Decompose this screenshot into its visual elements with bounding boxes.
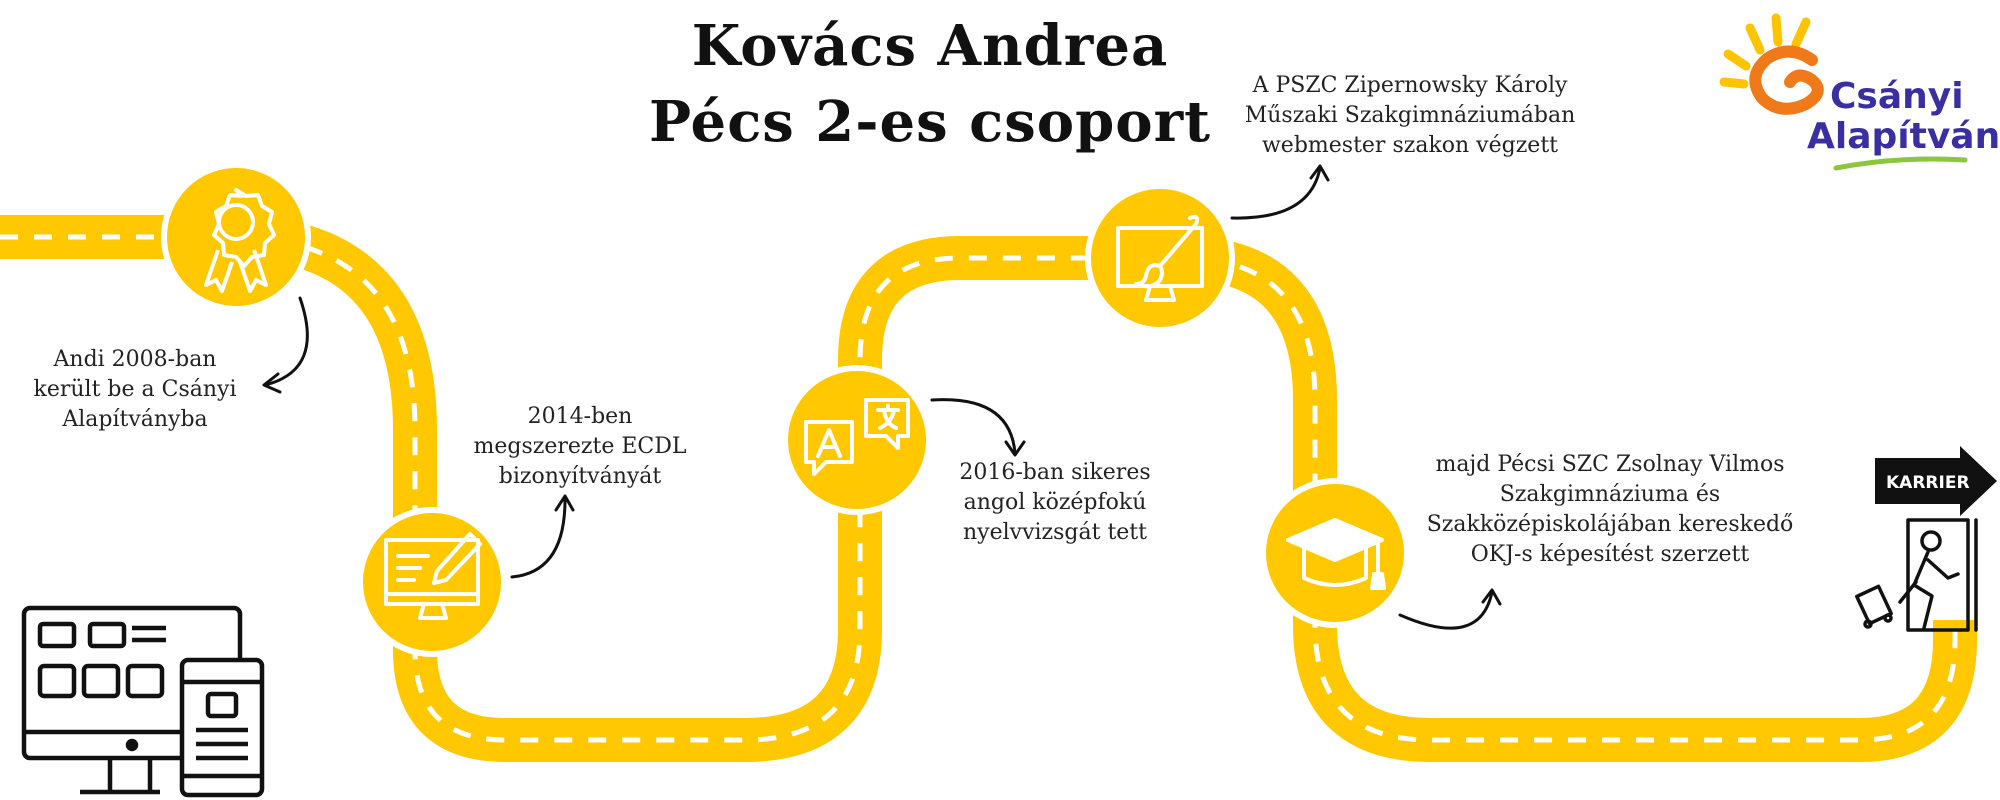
milestone-circle-3 <box>782 365 932 515</box>
arrow-4-head <box>1309 164 1330 182</box>
person-exit-door-icon <box>1855 518 1978 632</box>
title-line1: Kovács Andrea <box>691 13 1169 79</box>
caption-line: Andi 2008-ban <box>53 347 217 372</box>
arrow-1-head <box>262 372 282 394</box>
milestone-caption-2: 2014-ben megszerezte ECDL bizonyítványát <box>460 402 700 492</box>
arrow-1 <box>263 296 309 387</box>
caption-line: majd Pécsi SZC Zsolnay Vilmos <box>1435 452 1785 477</box>
caption-line: Műszaki Szakgimnáziumában <box>1244 103 1576 128</box>
caption-line: Alapítványba <box>62 407 208 432</box>
title-line2: Pécs 2-es csoport <box>648 89 1212 155</box>
arrow-5 <box>1398 590 1494 630</box>
monitor-brush-icon <box>1116 214 1204 302</box>
monitor-pencil-icon <box>384 532 482 620</box>
caption-line: került be a Csányi <box>33 377 237 402</box>
caption-line: A PSZC Zipernowsky Károly <box>1252 73 1568 98</box>
caption-line: 2016-ban sikeres <box>959 460 1151 485</box>
graduation-cap-icon <box>1286 518 1386 590</box>
page-title: Kovács Andrea Pécs 2-es csoport <box>600 8 1260 160</box>
caption-line: webmester szakon végzett <box>1261 133 1559 158</box>
arrow-3 <box>930 398 1017 455</box>
karrier-sign <box>1875 446 1997 516</box>
caption-line: angol középfokú <box>963 490 1147 515</box>
caption-line: Szakgimnáziuma és <box>1499 482 1721 507</box>
milestone-circle-5 <box>1260 478 1410 628</box>
annotation-arrows <box>262 164 1502 630</box>
road-lane-dashes <box>0 234 1958 743</box>
milestone-caption-4: A PSZC Zipernowsky Károly Műszaki Szakgi… <box>1240 71 1580 161</box>
csanyi-logo-mark <box>1719 13 1968 171</box>
arrow-2-head <box>554 494 575 512</box>
milestone-circle-4 <box>1085 183 1235 333</box>
milestone-circle-2 <box>357 507 507 657</box>
arrow-3-head <box>1004 440 1026 457</box>
logo-text-line1: Csányi <box>1830 76 1964 117</box>
milestone-caption-3: 2016-ban sikeres angol középfokú nyelvvi… <box>935 458 1175 548</box>
caption-line: 2014-ben <box>527 404 633 429</box>
computer-and-mobile-icon <box>21 605 265 798</box>
caption-line: nyelvvizsgát tett <box>962 520 1147 545</box>
caption-line: OKJ-s képesítést szerzett <box>1470 542 1750 567</box>
caption-line: bizonyítványát <box>498 464 662 489</box>
logo-text-line2: Alapítvány <box>1807 116 2000 157</box>
arrow-5-head <box>1481 588 1502 606</box>
caption-line: Szakközépiskolájában kereskedő <box>1426 512 1794 537</box>
karrier-label: KARRIER <box>1886 473 1970 493</box>
award-ribbon-icon <box>204 188 276 293</box>
milestone-circle-1 <box>161 162 311 312</box>
arrow-4 <box>1230 166 1322 220</box>
translate-bubbles-icon <box>804 398 910 476</box>
csanyi-logo: Csányi Alapítvány <box>1735 18 2000 178</box>
milestone-caption-1: Andi 2008-ban került be a Csányi Alapítv… <box>20 345 250 435</box>
milestone-caption-5: majd Pécsi SZC Zsolnay Vilmos Szakgimnáz… <box>1400 450 1820 570</box>
arrow-2 <box>510 498 567 579</box>
caption-line: megszerezte ECDL <box>473 434 687 459</box>
